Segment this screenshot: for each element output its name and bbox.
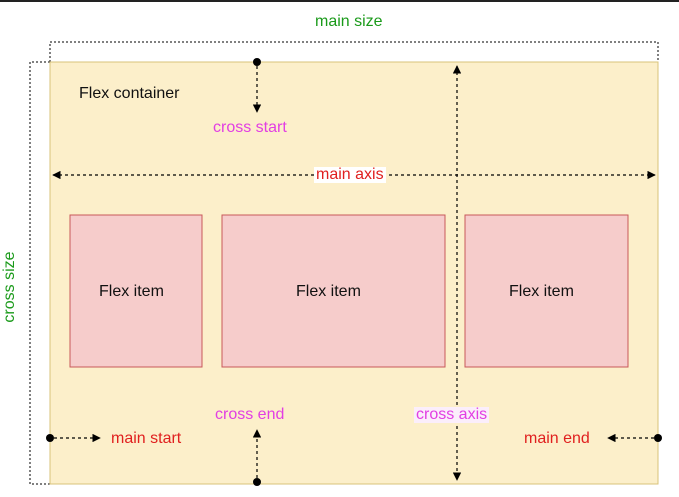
flex-item-1-label: Flex item (99, 283, 164, 300)
cross-axis-label: cross axis (414, 406, 490, 423)
flex-item-3 (464, 214, 629, 368)
cross-size-bracket (29, 61, 50, 485)
cross-end-label: cross end (215, 406, 285, 423)
main-start-dot (46, 434, 54, 442)
main-end-label: main end (524, 430, 590, 447)
main-axis-label: main axis (314, 166, 386, 183)
cross-size-label: cross size (1, 251, 18, 323)
flex-item-3-label: Flex item (509, 283, 574, 300)
flex-item-2 (221, 214, 446, 368)
flex-item-1 (69, 214, 203, 368)
cross-end-dot (253, 478, 261, 486)
main-size-bracket (49, 41, 659, 62)
flex-container-label: Flex container (79, 85, 180, 102)
flex-item-2-label: Flex item (296, 283, 361, 300)
main-start-label: main start (111, 430, 182, 447)
cross-start-dot (253, 58, 261, 66)
cross-start-label: cross start (213, 119, 287, 136)
top-rule (0, 0, 679, 2)
main-end-dot (654, 434, 662, 442)
main-size-label: main size (315, 13, 383, 30)
